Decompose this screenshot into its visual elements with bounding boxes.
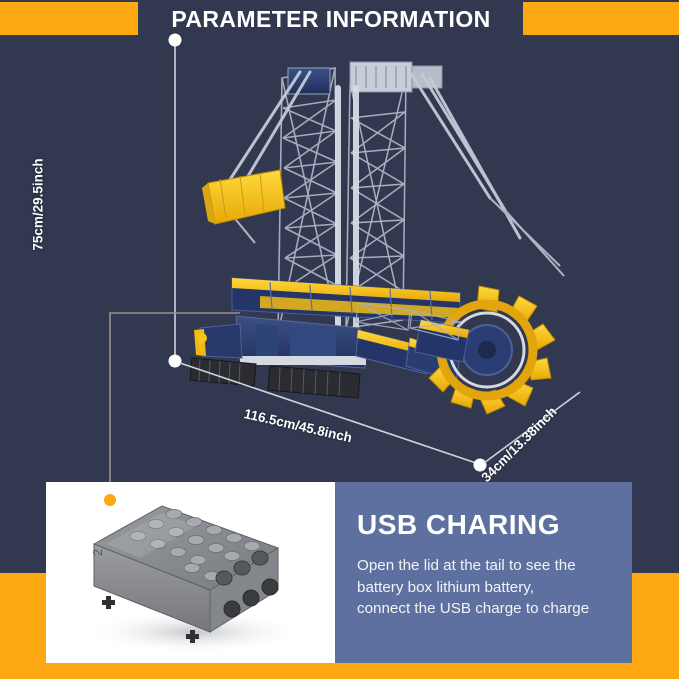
svg-text:2: 2 (90, 549, 105, 556)
usb-charging-description: Open the lid at the tail to see the batt… (357, 555, 625, 620)
battery-box-image: 2 (84, 505, 304, 654)
usb-description-line-1: Open the lid at the tail to see the (357, 557, 576, 574)
usb-description-line-3: connect the USB charge to charge (357, 600, 590, 617)
height-dimension-label: 75cm/29.5inch (30, 158, 46, 251)
usb-charging-title: USB CHARING (357, 509, 561, 540)
header-accent-bar-left (0, 2, 138, 35)
usb-charging-panel: USB CHARING Open the lid at the tail to … (335, 482, 632, 663)
excavator-illustration (189, 61, 565, 415)
callout-dot (104, 494, 116, 506)
product-image (160, 38, 590, 438)
usb-description-line-2: battery box lithium battery, (357, 578, 534, 596)
page-title: PARAMETER INFORMATION (171, 5, 491, 32)
battery-photo-box: 2 (46, 482, 335, 663)
right-accent-band (632, 573, 679, 679)
header-accent-bar-right (523, 2, 679, 35)
